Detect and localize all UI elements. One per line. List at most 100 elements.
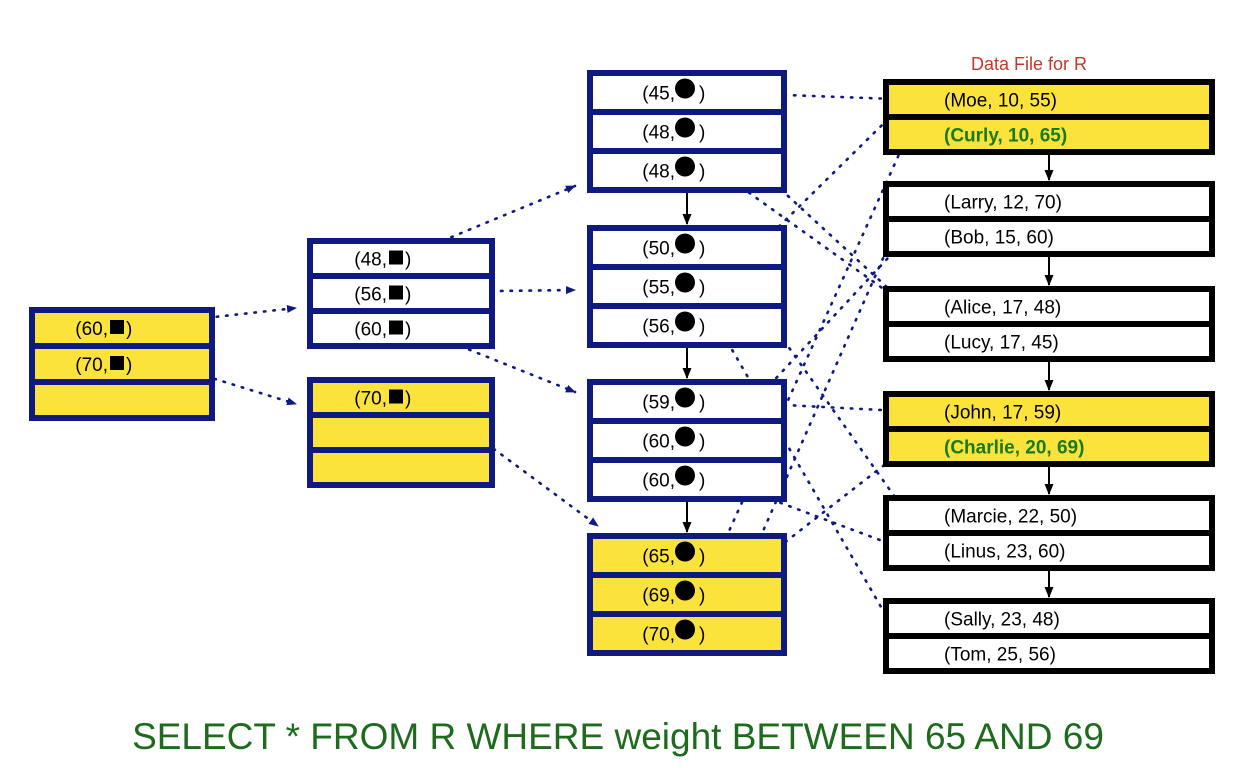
child-pointer-icon: [389, 250, 403, 265]
record: (Linus, 23, 60): [944, 542, 1065, 563]
record-pointer-icon: [675, 311, 695, 332]
record: (John, 17, 59): [944, 403, 1061, 424]
child-pointer-icon: [389, 285, 403, 300]
entry-key: (60,: [75, 319, 108, 340]
record: (Larry, 12, 70): [944, 193, 1062, 214]
entry-key: (69,: [642, 586, 675, 607]
entry-key: (60,: [642, 432, 675, 453]
entry-close: ): [699, 239, 705, 260]
entry-key: (70,: [354, 389, 387, 410]
entry-close: ): [699, 547, 705, 568]
record-pointer-icon: [675, 541, 695, 562]
entry-key: (60,: [354, 320, 387, 341]
matching-record: (Charlie, 20, 69): [944, 438, 1084, 459]
record-slot: [883, 216, 1215, 257]
entry-close: ): [699, 432, 705, 453]
node-entry: [307, 447, 495, 488]
record-pointer-icon: [675, 387, 695, 408]
child-pointer-icon: [389, 320, 403, 335]
record-slot: [883, 426, 1215, 467]
entry-close: ): [699, 162, 705, 183]
leaf-node: (45, ) (48, ) (48, ): [587, 70, 787, 193]
entry-close: ): [699, 84, 705, 105]
entry-key: (48,: [354, 250, 387, 271]
entry-close: ): [405, 285, 411, 306]
entry-close: ): [699, 278, 705, 299]
record-slot: [883, 530, 1215, 571]
node-entry: [29, 379, 215, 421]
data-page: (Sally, 23, 48) (Tom, 25, 56): [883, 598, 1215, 674]
entry-key: (60,: [642, 471, 675, 492]
record-pointer-icon: [675, 619, 695, 640]
entry-key: (56,: [354, 285, 387, 306]
record: (Marcie, 22, 50): [944, 507, 1077, 528]
record: (Sally, 23, 48): [944, 610, 1060, 631]
internal-node: (70, ): [307, 377, 495, 488]
entry-close: ): [699, 586, 705, 607]
entry-close: ): [699, 625, 705, 646]
record-pointer-icon: [675, 117, 695, 138]
matching-record: (Curly, 10, 65): [944, 126, 1067, 147]
entry-close: ): [699, 393, 705, 414]
entry-close: ): [126, 319, 132, 340]
entry-key: (70,: [642, 625, 675, 646]
edge-internal0-leaf0: [423, 184, 577, 250]
leaf-node: (59, ) (60, ) (60, ): [587, 379, 787, 502]
entry-close: ): [405, 320, 411, 341]
child-pointer-icon: [110, 356, 124, 370]
record-slot: [883, 391, 1215, 432]
entry-close: ): [699, 123, 705, 144]
node-entry: [307, 412, 495, 453]
record-pointer-icon: [675, 272, 695, 293]
edge-leaf-record-0: [716, 91, 910, 104]
record: (Tom, 25, 56): [944, 645, 1056, 666]
record: (Moe, 10, 55): [944, 91, 1057, 112]
data-page: (Alice, 17, 48)(Lucy, 17, 45): [883, 286, 1215, 362]
record-slot: [883, 598, 1215, 639]
entry-close: ): [405, 389, 411, 410]
entry-key: (55,: [642, 278, 675, 299]
child-pointer-icon: [110, 320, 124, 334]
root-node: (60, ) (70, ): [29, 307, 215, 421]
entry-close: ): [126, 355, 132, 376]
record-slot: [883, 114, 1215, 155]
leaf-node: (50, ) (55, ) (56, ): [587, 225, 787, 348]
entry-key: (50,: [642, 239, 675, 260]
leaf-node: (65, ) (69, ) (70, ): [587, 533, 787, 656]
internal-node: (48, ) (56, ) (60, ): [307, 238, 495, 349]
entry-key: (70,: [75, 355, 108, 376]
record-pointer-icon: [675, 426, 695, 447]
pointer-edges: [158, 91, 912, 655]
node-entry: [587, 533, 787, 578]
record-pointer-icon: [675, 580, 695, 601]
record-pointer-icon: [675, 156, 695, 177]
entry-close: ): [699, 317, 705, 338]
edge-internal1-leaf3: [423, 396, 600, 528]
tree-nodes: (60, )(70, )(48, )(56, )(60, )(70, )(45,…: [29, 70, 787, 656]
edge-internal0-leaf1: [423, 286, 577, 295]
record-slot: [883, 321, 1215, 362]
record-slot: [883, 286, 1215, 327]
record: (Lucy, 17, 45): [944, 333, 1059, 354]
entry-key: (65,: [642, 547, 675, 568]
entry-key: (48,: [642, 162, 675, 183]
data-page: (Larry, 12, 70) (Bob, 15, 60): [883, 181, 1215, 257]
record: (Bob, 15, 60): [944, 228, 1054, 249]
entry-key: (56,: [642, 317, 675, 338]
query-text: SELECT * FROM R WHERE weight BETWEEN 65 …: [132, 716, 1104, 757]
edge-leaf-record-4: [716, 98, 910, 288]
record-slot: [883, 633, 1215, 674]
entry-close: ): [699, 471, 705, 492]
entry-key: (48,: [642, 123, 675, 144]
edge-leaf-record-6: [716, 400, 912, 416]
entry-key: (45,: [642, 84, 675, 105]
edge-root-internal0: [158, 305, 298, 325]
edge-internal0-leaf2: [423, 330, 577, 394]
edge-leaf-record-5: [716, 324, 910, 655]
entry-key: (59,: [642, 393, 675, 414]
entry-close: ): [405, 250, 411, 271]
data-page: (Marcie, 22, 50) (Linus, 23, 60): [883, 495, 1215, 571]
edge-leaf-record-2: [716, 169, 910, 308]
record-pointer-icon: [675, 233, 695, 254]
